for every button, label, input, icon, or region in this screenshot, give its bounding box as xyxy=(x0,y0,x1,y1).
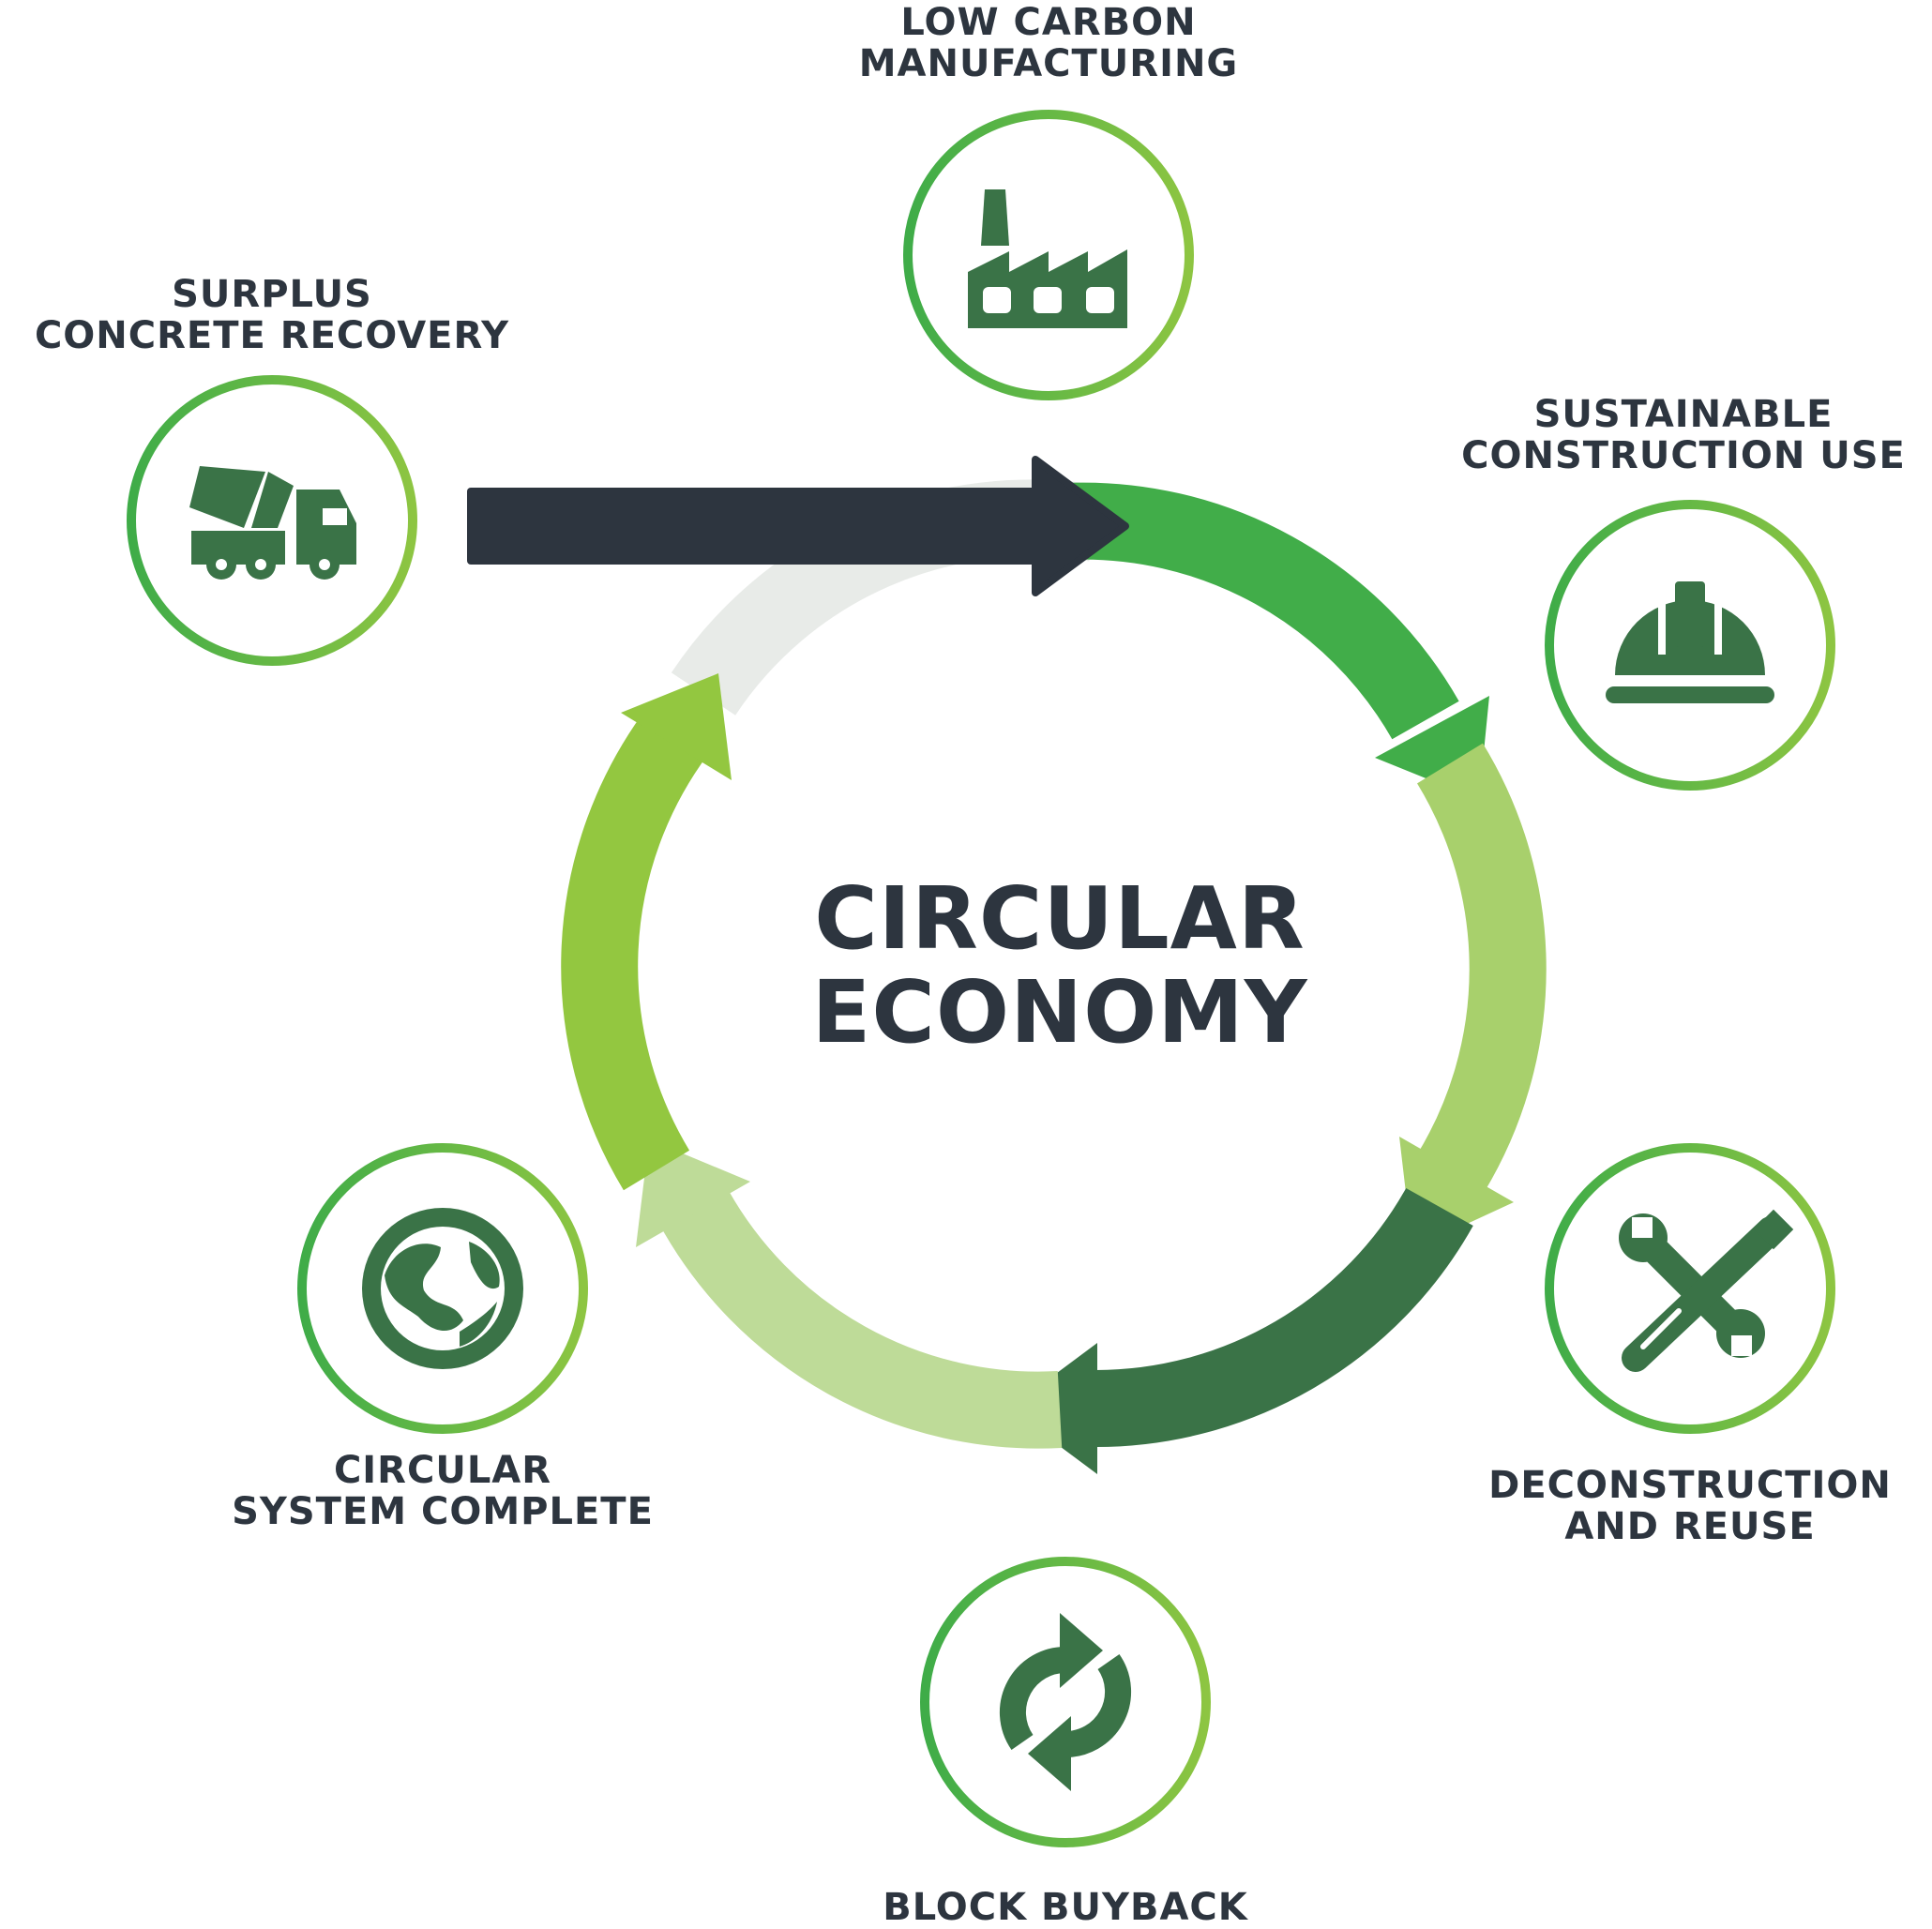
circle-buyback xyxy=(920,1557,1211,1847)
label-low-carbon-manufacturing: LOW CARBON MANUFACTURING xyxy=(858,1,1239,85)
center-title: CIRCULAR ECONOMY xyxy=(788,872,1332,1060)
ring-arrow-complete-to-surplus xyxy=(561,673,732,1191)
entry-arrow xyxy=(467,456,1129,596)
wrench-screwdriver-icon xyxy=(1619,1209,1794,1372)
ring-arrow-deconstruction-to-buyback xyxy=(1009,1187,1473,1474)
ring-arrow-manufacturing-to-construction xyxy=(1064,482,1489,800)
center-title-line-2: ECONOMY xyxy=(811,962,1308,1062)
label-deconstruction-and-reuse: DECONSTRUCTION AND REUSE xyxy=(1488,1464,1892,1548)
label-sustainable-construction-use: SUSTAINABLE CONSTRUCTION USE xyxy=(1461,393,1906,477)
hard-hat-icon xyxy=(1606,581,1774,703)
concrete-mixer-truck-icon xyxy=(189,466,356,580)
ring-arrow-construction-to-deconstruction xyxy=(1399,743,1547,1249)
label-surplus-concrete-recovery: SURPLUS CONCRETE RECOVERY xyxy=(34,273,510,357)
label-circular-system-complete: CIRCULAR SYSTEM COMPLETE xyxy=(232,1449,654,1533)
factory-icon xyxy=(968,189,1127,328)
recycle-arrows-icon xyxy=(1000,1613,1131,1791)
label-block-buyback: BLOCK BUYBACK xyxy=(883,1886,1248,1929)
center-title-line-1: CIRCULAR xyxy=(814,868,1306,969)
globe-icon xyxy=(362,1208,523,1369)
ring-arrow-buyback-to-complete xyxy=(636,1139,1063,1449)
